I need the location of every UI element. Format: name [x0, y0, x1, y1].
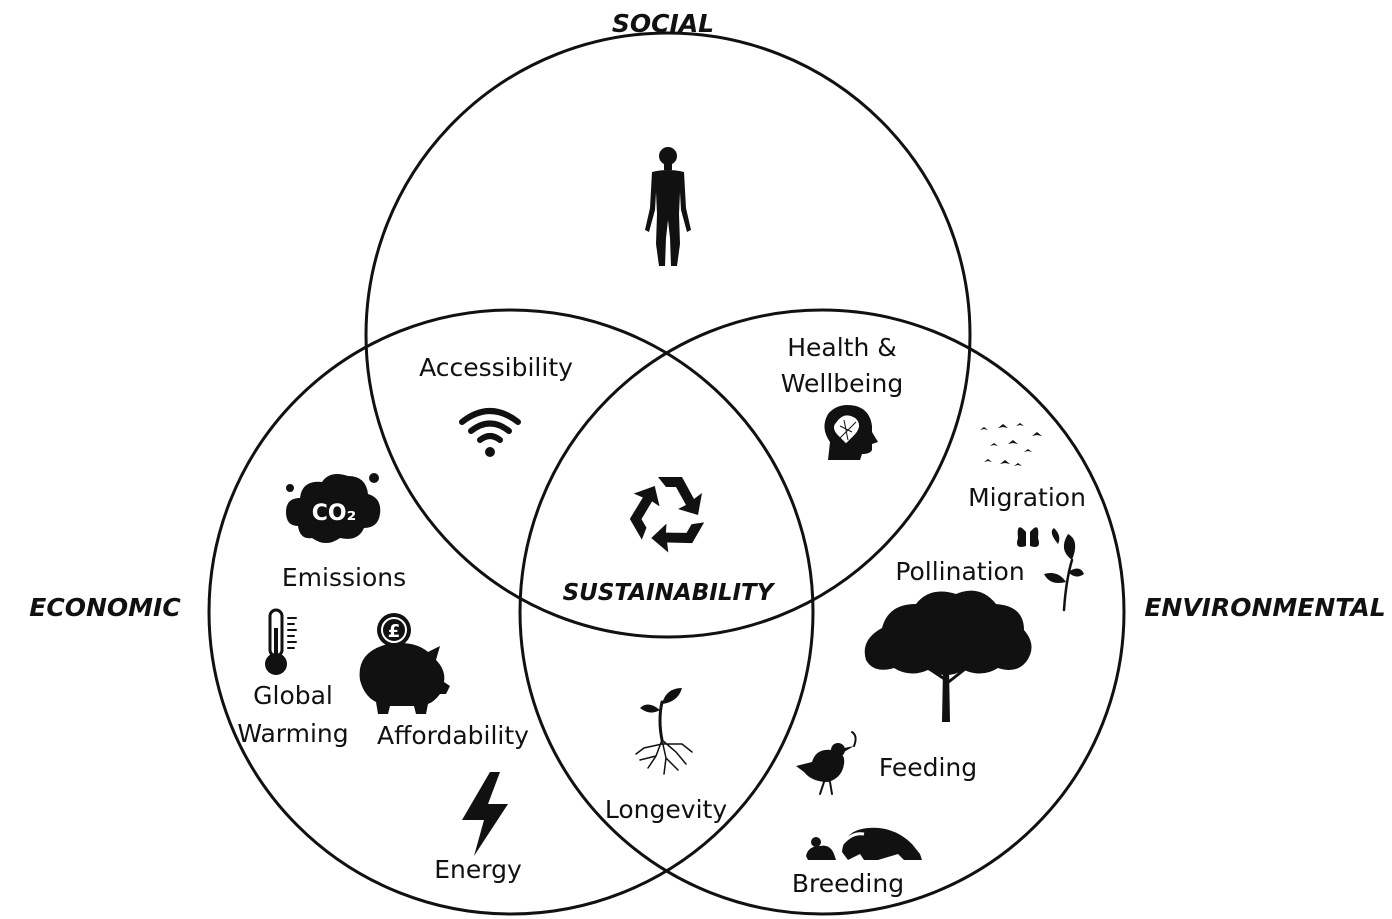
- global-warming-label-line1: Global: [253, 681, 333, 710]
- butterfly-flower-icon: [1017, 527, 1084, 612]
- accessibility-label: Accessibility: [419, 353, 573, 382]
- environmental-circle: [518, 308, 1126, 916]
- feeding-label: Feeding: [879, 753, 977, 782]
- health-label-line2: Wellbeing: [781, 369, 903, 398]
- head-brain-icon: [824, 405, 878, 460]
- pound-text: £: [388, 621, 401, 642]
- co2-cloud-icon: CO₂: [286, 473, 381, 543]
- badger-family-icon: [806, 827, 922, 860]
- wifi-icon: [459, 408, 521, 457]
- health-label-line1: Health &: [787, 333, 897, 362]
- recycle-icon: [629, 477, 705, 553]
- pollination-label: Pollination: [895, 557, 1024, 586]
- economic-title: ECONOMIC: [29, 593, 181, 622]
- environmental-title: ENVIRONMENTAL: [1144, 593, 1385, 622]
- affordability-label: Affordability: [377, 721, 529, 750]
- global-warming-label-line2: Warming: [237, 719, 348, 748]
- flying-birds-icon: [980, 423, 1042, 466]
- lightning-icon: [462, 772, 508, 856]
- bird-worm-icon: [796, 731, 857, 795]
- migration-label: Migration: [968, 483, 1086, 512]
- thermometer-icon: [265, 608, 297, 675]
- breeding-label: Breeding: [792, 869, 904, 898]
- human-figure-icon: [645, 147, 691, 266]
- social-circle: [364, 31, 972, 639]
- tree-icon: [864, 590, 1032, 722]
- co2-text: CO₂: [312, 501, 356, 526]
- economic-circle: [207, 308, 815, 916]
- longevity-label: Longevity: [605, 795, 727, 824]
- sustainability-label: SUSTAINABILITY: [563, 580, 776, 606]
- social-title: SOCIAL: [612, 9, 714, 38]
- energy-label: Energy: [434, 855, 522, 884]
- seedling-icon: [635, 688, 693, 775]
- piggy-bank-icon: £: [359, 613, 450, 714]
- emissions-label: Emissions: [282, 563, 406, 592]
